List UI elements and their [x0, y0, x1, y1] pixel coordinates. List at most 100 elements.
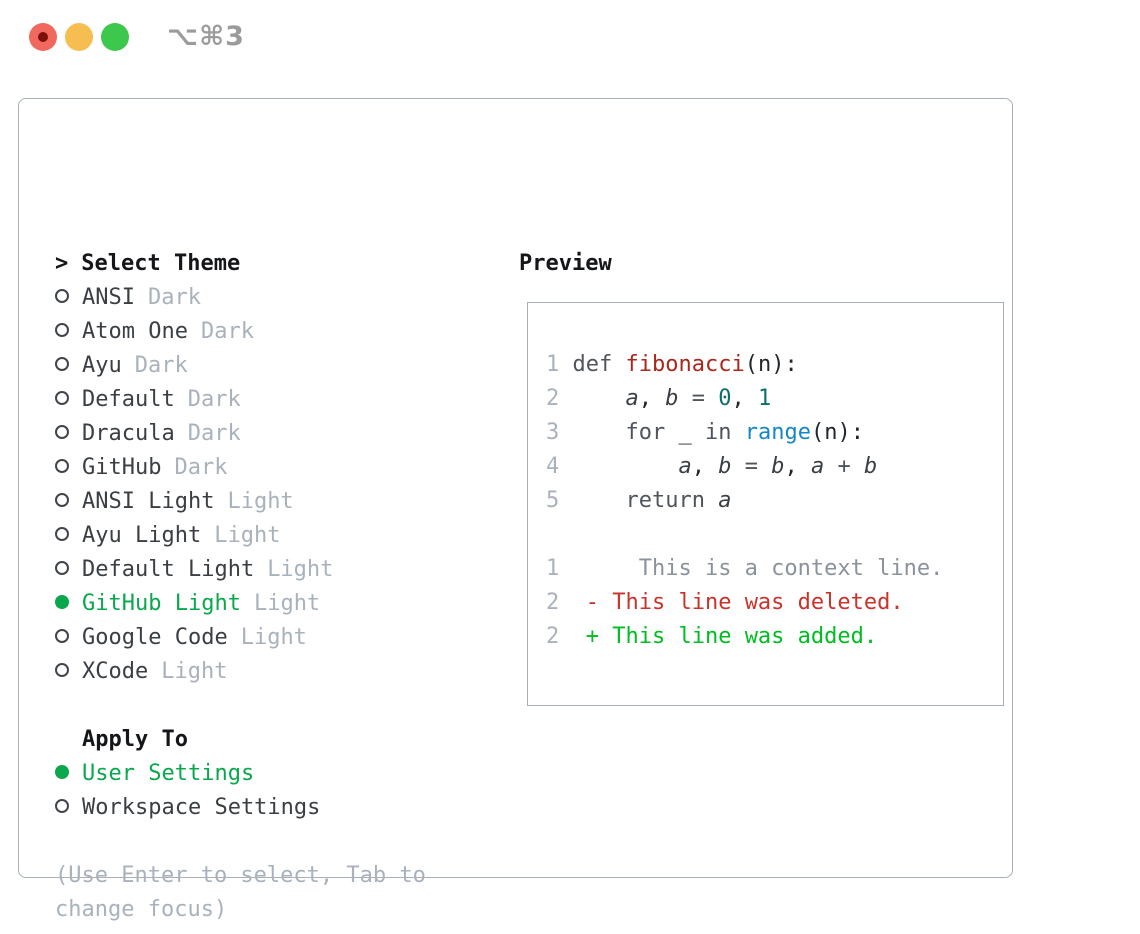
- line-number: 2: [546, 624, 560, 649]
- preview-code-line: 4 a, b = b, a + b: [546, 450, 1003, 484]
- radio-selected-icon: [55, 595, 69, 609]
- code-token-pn: ,: [731, 386, 758, 411]
- code-token-nm: 0: [718, 386, 732, 411]
- code-token-pn: [851, 454, 864, 479]
- code-token-pn: [559, 420, 625, 445]
- code-token-pn: [705, 488, 718, 513]
- radio-icon: [55, 323, 69, 337]
- code-token-add: + This line was added.: [585, 624, 878, 649]
- code-token-pn: [612, 352, 625, 377]
- code-token-pn: [559, 454, 678, 479]
- select-theme-header-row: > Select Theme: [55, 247, 426, 281]
- theme-name: Dracula: [82, 421, 175, 446]
- spacer: [55, 689, 426, 723]
- theme-name: Ayu Light: [82, 523, 202, 548]
- code-token-vr: b: [771, 454, 785, 479]
- preview-code-line: 1 This is a context line.: [546, 552, 1003, 586]
- radio-icon: [55, 459, 69, 473]
- code-token-pn: [559, 488, 625, 513]
- apply-option-user-settings[interactable]: User Settings: [55, 757, 426, 791]
- code-token-pn: ,: [784, 454, 811, 479]
- close-button[interactable]: [29, 23, 57, 51]
- theme-name: ANSI Light: [82, 489, 215, 514]
- code-token-kw: return: [625, 488, 705, 513]
- code-token-pn: (n):: [744, 352, 798, 377]
- radio-icon: [55, 561, 69, 575]
- code-token-pn: [705, 386, 718, 411]
- code-token-pn: _: [665, 420, 705, 445]
- preview-code-lines: 1 def fibonacci(n): 2 a, b = 0, 1 3 for _ …: [546, 348, 1003, 654]
- preview-code-line: [546, 518, 1003, 552]
- apply-to-header: Apply To: [82, 727, 188, 752]
- theme-variant: Light: [240, 625, 307, 650]
- preview-code-line: 1 def fibonacci(n):: [546, 348, 1003, 382]
- code-token-pn: ,: [691, 454, 719, 479]
- window-title-shortcut: ⌥⌘3: [167, 21, 245, 52]
- minimize-button[interactable]: [65, 23, 93, 51]
- code-token-bi: range: [744, 420, 811, 445]
- line-number: 2: [546, 590, 560, 615]
- theme-name: Default: [82, 387, 175, 412]
- code-token-vr: a: [625, 386, 639, 411]
- radio-icon: [55, 289, 69, 303]
- theme-name: Default Light: [82, 557, 255, 582]
- code-token-pn: ,: [638, 386, 666, 411]
- line-number: 2: [546, 386, 560, 411]
- code-token-vr: a: [678, 454, 692, 479]
- theme-variant: Dark: [187, 387, 241, 412]
- preview-code-line: 2 - This line was deleted.: [546, 586, 1003, 620]
- theme-variant: Dark: [174, 455, 228, 480]
- code-token-op: =: [744, 454, 758, 479]
- code-token-pn: [678, 386, 691, 411]
- radio-icon: [55, 493, 69, 507]
- radio-icon: [55, 799, 69, 813]
- radio-icon: [55, 527, 69, 541]
- radio-icon: [55, 391, 69, 405]
- theme-option-default-light[interactable]: Default Light Light: [55, 553, 426, 587]
- code-token-nm: 1: [757, 386, 772, 411]
- preview-code-line: 5 return a: [546, 484, 1003, 518]
- help-text-line-1: (Use Enter to select, Tab to: [55, 863, 426, 888]
- code-token-pn: [731, 420, 744, 445]
- radio-selected-icon: [55, 765, 69, 779]
- code-token-ctx: This is a context line.: [559, 556, 944, 581]
- preview-code-line: 2 + This line was added.: [546, 620, 1003, 654]
- code-token-vr: b: [718, 454, 732, 479]
- line-number: 5: [546, 488, 560, 513]
- theme-option-default[interactable]: Default Dark: [55, 383, 426, 417]
- theme-variant: Dark: [134, 353, 188, 378]
- theme-option-ayu-light[interactable]: Ayu Light Light: [55, 519, 426, 553]
- line-number: 4: [546, 454, 560, 479]
- prompt-caret-icon: >: [55, 251, 69, 276]
- theme-option-ansi-light[interactable]: ANSI Light Light: [55, 485, 426, 519]
- theme-variant: Light: [214, 523, 281, 548]
- code-token-kw: for: [625, 420, 666, 445]
- theme-variant: Dark: [200, 319, 254, 344]
- theme-variant: Light: [267, 557, 334, 582]
- preview-code-box: 1 def fibonacci(n): 2 a, b = 0, 1 3 for _ …: [527, 302, 1004, 706]
- apply-option-label: User Settings: [82, 761, 255, 786]
- zoom-button[interactable]: [101, 23, 129, 51]
- apply-option-workspace-settings[interactable]: Workspace Settings: [55, 791, 426, 825]
- line-number: 1: [546, 352, 560, 377]
- code-token-vr: b: [665, 386, 679, 411]
- theme-variant: Light: [161, 659, 228, 684]
- code-token-fn: fibonacci: [625, 352, 745, 377]
- preview-code-line: 3 for _ in range(n):: [546, 416, 1003, 450]
- select-theme-header: Select Theme: [81, 251, 241, 276]
- apply-option-label: Workspace Settings: [82, 795, 321, 820]
- help-text-line-2: change focus): [55, 897, 228, 922]
- theme-variant: Light: [227, 489, 294, 514]
